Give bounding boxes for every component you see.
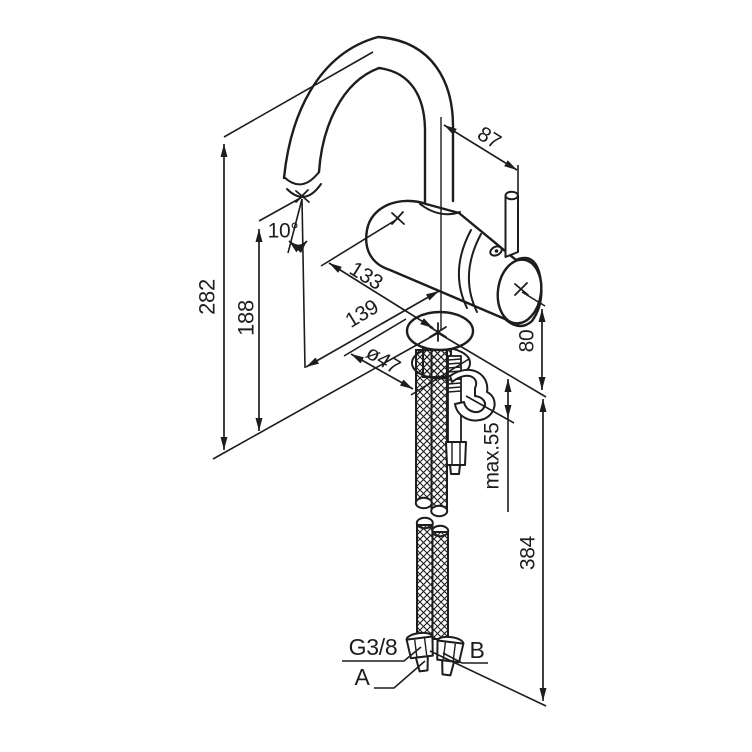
- deck-baseline-left: [212, 332, 439, 460]
- spout-collar: [419, 203, 461, 216]
- faucet-body: [295, 189, 543, 328]
- hose-b-label: B: [469, 637, 484, 663]
- deck-baseline-right: [437, 332, 547, 398]
- cartridge-ring-front: [457, 229, 472, 309]
- set-screw: [489, 245, 503, 257]
- rod-tip: [449, 464, 461, 475]
- spout-inner-curve: [317, 66, 427, 205]
- clamp-bracket: [449, 368, 496, 422]
- dimension-handle-offset: 87: [443, 122, 519, 197]
- callout-hose-thread: G3/8: [342, 634, 422, 662]
- handle-pin-top: [504, 190, 519, 201]
- dim-outlet-height-label: 188: [234, 300, 259, 336]
- spout-gooseneck: [282, 35, 455, 205]
- hose-end-baseline: [429, 650, 547, 707]
- handle-pin: [504, 190, 519, 258]
- dim-body-height-label: 80: [516, 330, 539, 353]
- hose-a-label: A: [354, 664, 370, 690]
- spout-outer-curve: [282, 35, 455, 203]
- clamp-nut: [445, 441, 467, 475]
- dimension-outlet-height: 188: [234, 195, 305, 431]
- hose-right-lower: [431, 531, 449, 640]
- cartridge-ring-rear: [467, 233, 482, 313]
- dim-outlet-angle-label: 10°: [268, 220, 299, 243]
- dim-handle-offset-label: 87: [473, 122, 504, 154]
- dimension-deck-thickness: max.55: [465, 379, 515, 512]
- spout-outlet-face: [286, 183, 322, 198]
- dimension-hose-length: 384: [429, 399, 547, 707]
- handle-pin-shaft: [504, 195, 519, 258]
- dim-hose-length-label: 384: [517, 535, 540, 570]
- outlet-plumb-line: [301, 198, 306, 369]
- set-screw-dot: [494, 249, 499, 253]
- dimension-body-height: 80: [437, 291, 547, 398]
- dimension-outlet-angle: 10°: [268, 198, 308, 369]
- dim-spout-height-label: 282: [195, 279, 220, 315]
- spout-aerator-seam: [283, 171, 320, 186]
- dim-base-diameter-label: ø47: [362, 341, 404, 379]
- hose-left-upper-end: [414, 496, 433, 510]
- callout-hose-a: A: [354, 660, 426, 690]
- hose-left-lower: [416, 524, 434, 636]
- dimension-base-diameter: ø47: [343, 318, 470, 396]
- face-x-mark: [514, 282, 529, 296]
- hose-right-upper-end: [430, 504, 449, 518]
- threaded-rod: [447, 355, 462, 445]
- supply-hoses: [414, 349, 450, 640]
- hose-thread-label: G3/8: [349, 634, 398, 660]
- dim-deck-thickness-label: max.55: [481, 422, 504, 489]
- callout-hose-b: B: [442, 637, 488, 664]
